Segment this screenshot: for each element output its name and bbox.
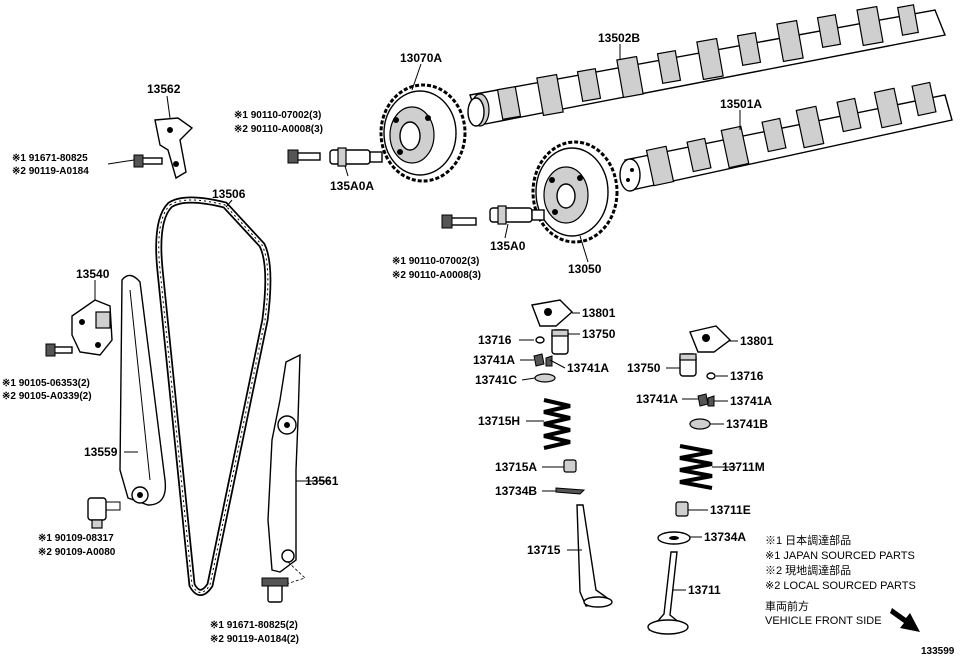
chain-guide-13561[interactable]: [267, 353, 306, 587]
timing-chain-13506[interactable]: [155, 196, 272, 596]
legend-line-3: ※2 現地調達部品: [765, 563, 851, 577]
tensioner-arm-13559[interactable]: [119, 274, 167, 506]
label-13711E: 13711E: [710, 503, 751, 517]
bolt-13562[interactable]: [133, 154, 163, 168]
legend-line-1: ※1 日本調達部品: [765, 533, 851, 547]
label-13750-right: 13750: [627, 361, 661, 375]
label-13540-a: ※1 90105-06353(2): [2, 378, 90, 389]
seal-13716-right[interactable]: [706, 372, 716, 380]
label-13050: 13050: [568, 262, 602, 276]
legend-line-4: ※2 LOCAL SOURCED PARTS: [765, 580, 916, 592]
leader-lines: [94, 44, 741, 591]
bolt-lower-90110[interactable]: [441, 214, 477, 229]
stem-seal-13711E[interactable]: [675, 501, 689, 517]
rocker-arm-13801-left[interactable]: [531, 299, 574, 327]
label-13716-left: 13716: [478, 333, 512, 347]
washer-13734A[interactable]: [657, 531, 691, 545]
label-13741A-left2: 13741A: [567, 361, 609, 375]
label-13561-a: ※1 91671-80825(2): [210, 620, 298, 631]
label-13070A-bolt-a: ※1 90110-07002(3): [234, 110, 321, 121]
retainer-13741B[interactable]: [689, 418, 711, 430]
valve-13715[interactable]: [576, 504, 613, 608]
bracket-13562[interactable]: [154, 117, 194, 180]
oil-control-valve-135A0[interactable]: [489, 205, 545, 225]
label-13734B: 13734B: [495, 484, 537, 498]
label-13741A-right2: 13741A: [730, 394, 772, 408]
label-13716-right: 13716: [730, 369, 764, 383]
bolt-13559[interactable]: [87, 497, 121, 529]
label-13501A: 13501A: [720, 97, 762, 111]
label-13050-bolt-a: ※1 90110-07002(3): [392, 256, 479, 267]
label-13715H: 13715H: [478, 414, 520, 428]
label-13559-b: ※2 90109-A0080: [38, 547, 116, 558]
keeper-13741A-right[interactable]: [697, 393, 715, 407]
label-13741B: 13741B: [726, 417, 768, 431]
label-13711M: 13711M: [722, 460, 765, 474]
keeper-13741A-left[interactable]: [533, 353, 553, 367]
legend-line-2: ※1 JAPAN SOURCED PARTS: [765, 550, 915, 562]
spring-13711M[interactable]: [679, 444, 713, 490]
legend: ※1 日本調達部品 ※1 JAPAN SOURCED PARTS ※2 現地調達…: [765, 533, 916, 627]
label-13561: 13561: [305, 474, 339, 488]
label-13559: 13559: [84, 445, 118, 459]
retainer-13741C[interactable]: [534, 373, 556, 383]
oil-control-valve-135A0A[interactable]: [329, 147, 383, 167]
seal-13716-left[interactable]: [535, 336, 545, 344]
label-13050-bolt-b: ※2 90110-A0008(3): [392, 270, 481, 281]
label-13506: 13506: [212, 187, 246, 201]
lash-adjuster-13750-right[interactable]: [679, 353, 697, 377]
label-13741A-left1: 13741A: [473, 353, 515, 367]
label-135A0: 135A0: [490, 239, 526, 253]
label-13801-left: 13801: [582, 306, 616, 320]
bolt-13561[interactable]: [261, 577, 289, 603]
label-13070A-bolt-b: ※2 90110-A0008(3): [234, 124, 323, 135]
label-13559-a: ※1 90109-08317: [38, 533, 114, 544]
sprocket-13070A[interactable]: [379, 83, 467, 183]
spring-13715H[interactable]: [543, 398, 571, 450]
label-13502B: 13502B: [598, 31, 640, 45]
bolt-upper-90110[interactable]: [287, 149, 321, 164]
label-13562-b: ※2 90119-A0184: [12, 166, 89, 177]
camshaft-13502B[interactable]: [467, 4, 946, 127]
label-13561-b: ※2 90119-A0184(2): [210, 634, 299, 645]
camshaft-13501A[interactable]: [619, 81, 953, 192]
sprocket-13050[interactable]: [531, 140, 619, 244]
lash-adjuster-13750-left[interactable]: [551, 329, 569, 355]
label-13562: 13562: [147, 82, 181, 96]
bolt-13540[interactable]: [45, 343, 73, 357]
front-direction-arrow-icon: [890, 608, 920, 632]
valve-13711[interactable]: [647, 551, 689, 635]
front-side-en: VEHICLE FRONT SIDE: [765, 615, 882, 627]
label-13540: 13540: [76, 267, 110, 281]
label-135A0A: 135A0A: [330, 179, 374, 193]
label-13070A: 13070A: [400, 51, 442, 65]
front-side-jp: 車両前方: [765, 599, 809, 613]
label-13750-left: 13750: [582, 327, 616, 341]
stem-seal-13715A[interactable]: [563, 459, 577, 473]
label-13715A: 13715A: [495, 460, 537, 474]
label-13741C: 13741C: [475, 373, 517, 387]
label-13540-b: ※2 90105-A0339(2): [2, 391, 92, 402]
label-13734A: 13734A: [704, 530, 746, 544]
guide-13734B[interactable]: [555, 487, 586, 495]
tensioner-13540[interactable]: [71, 299, 113, 356]
label-13801-right: 13801: [740, 334, 774, 348]
label-13741A-right1: 13741A: [636, 392, 678, 406]
label-13562-a: ※1 91671-80825: [12, 153, 88, 164]
rocker-arm-13801-right[interactable]: [689, 325, 732, 353]
label-13711: 13711: [688, 583, 721, 597]
figure-number: 133599: [921, 646, 955, 657]
label-13715: 13715: [527, 543, 561, 557]
